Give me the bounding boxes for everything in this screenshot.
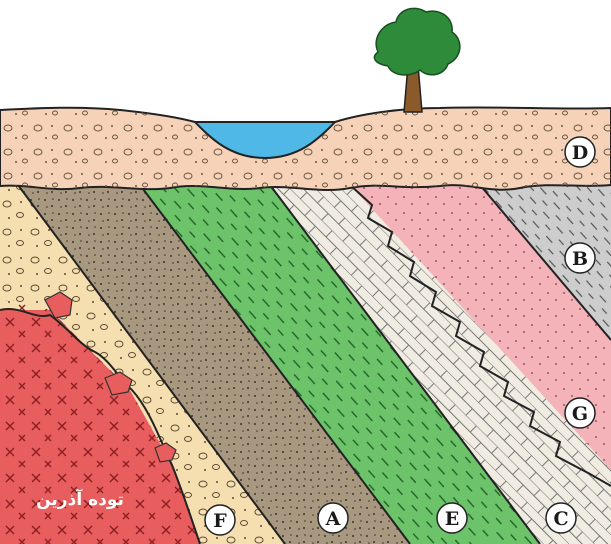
svg-text:B: B bbox=[572, 248, 588, 270]
label-g: G bbox=[565, 398, 595, 428]
svg-text:D: D bbox=[572, 142, 588, 164]
svg-text:E: E bbox=[445, 508, 459, 530]
svg-text:F: F bbox=[213, 510, 227, 532]
svg-text:A: A bbox=[325, 508, 341, 530]
igneous-mass-label: توده آذرین bbox=[36, 488, 124, 510]
label-c: C bbox=[546, 503, 576, 533]
svg-text:C: C bbox=[553, 508, 568, 530]
label-f: F bbox=[205, 505, 235, 535]
label-e: E bbox=[437, 503, 467, 533]
label-b: B bbox=[565, 243, 595, 273]
label-d: D bbox=[565, 137, 595, 167]
svg-text:G: G bbox=[572, 403, 588, 425]
label-a: A bbox=[318, 503, 348, 533]
